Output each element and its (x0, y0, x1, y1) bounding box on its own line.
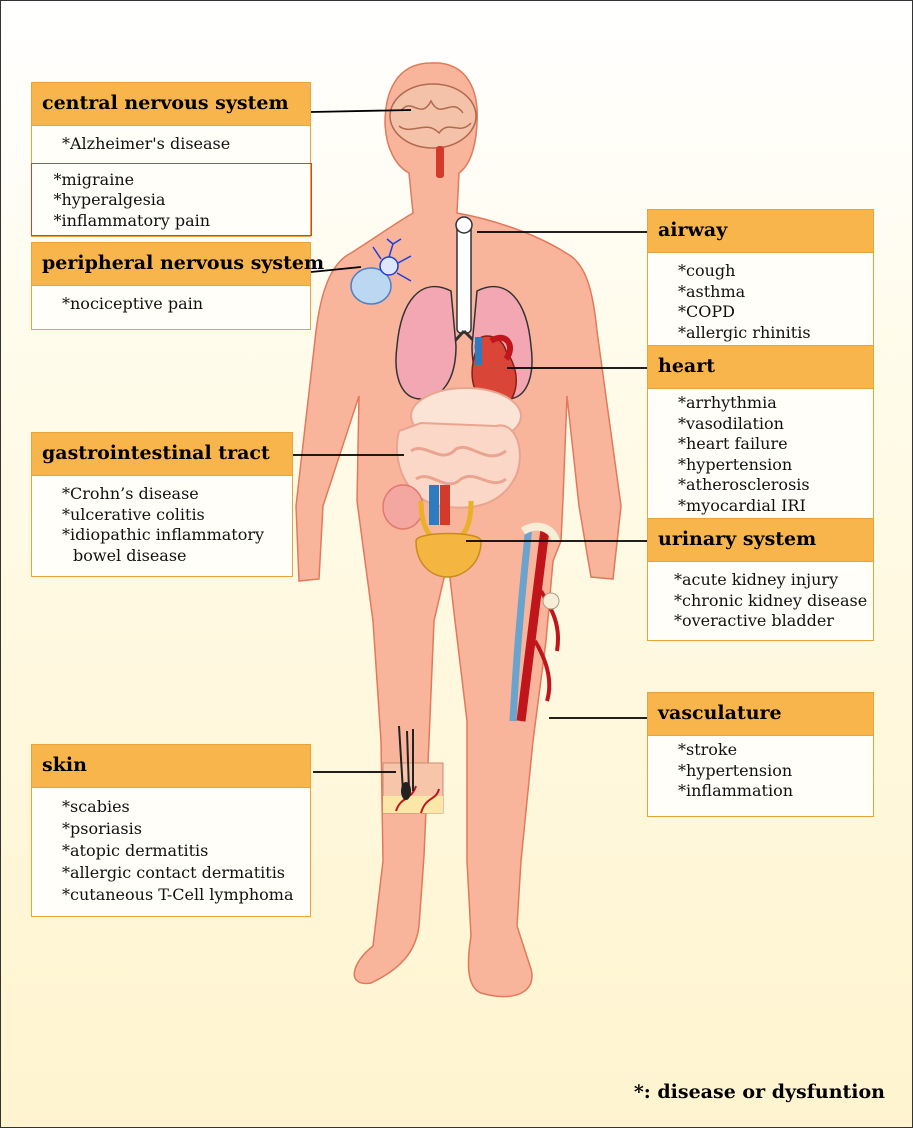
vasculature-title: vasculature (648, 693, 873, 736)
connector-lines (293, 109, 648, 773)
body-silhouette (295, 62, 622, 998)
skin-title: skin (32, 745, 310, 788)
list-item: *Alzheimer's disease (62, 134, 231, 153)
vasculature-box: vasculature *stroke *hypertension *infla… (647, 692, 874, 817)
list-item: *inflammation (678, 781, 793, 800)
list-item: *myocardial IRI (678, 495, 806, 515)
heart-box: heart *arrhythmia *vasodilation *heart f… (647, 345, 874, 521)
list-item: *hypertension (678, 760, 793, 780)
list-item: *cough (678, 261, 736, 280)
list-item: *ulcerative colitis (62, 504, 205, 524)
list-item: *arrhythmia (678, 393, 777, 412)
list-item: *acute kidney injury (674, 570, 839, 589)
brain-icon (389, 83, 477, 178)
cns-box: central nervous system *Alzheimer's dise… (30, 82, 312, 237)
trachea-icon (439, 216, 491, 358)
pns-box: peripheral nervous system *nociceptive p… (31, 242, 324, 330)
skin-box: skin *scabies *psoriasis *atopic dermati… (31, 744, 311, 917)
list-item: *scabies (62, 797, 130, 816)
list-item: *allergic rhinitis (678, 322, 811, 342)
list-item: *chronic kidney disease (674, 590, 868, 610)
neuron-icon (350, 238, 412, 305)
list-item: *COPD (678, 302, 735, 321)
list-item: *hyperalgesia (53, 190, 166, 209)
pns-title: peripheral nervous system (32, 243, 324, 286)
list-item: bowel disease (73, 545, 187, 565)
list-item: *Crohn’s disease (62, 484, 199, 503)
list-item: *atherosclerosis (678, 475, 810, 494)
bladder-icon (415, 500, 482, 578)
gi-title: gastrointestinal tract (32, 433, 292, 476)
list-item: *migraine (53, 169, 135, 189)
blood-vessels-icon (509, 522, 560, 722)
digestive-tract-icon (382, 387, 522, 530)
gi-box: gastrointestinal tract *Crohn’s disease … (31, 432, 293, 577)
list-item: *hypertension (678, 454, 793, 474)
cns-title: central nervous system (32, 83, 310, 126)
cns-pain-subbox: *migraine *hyperalgesia *inflammatory pa… (30, 162, 312, 236)
list-item: *idiopathic inflammatory (62, 525, 265, 544)
airway-title: airway (648, 210, 873, 253)
list-item: *vasodilation (678, 413, 784, 433)
list-item: *allergic contact dermatitis (62, 863, 286, 882)
list-item: *inflammatory pain (53, 210, 211, 230)
list-item: *stroke (678, 740, 738, 759)
urinary-box: urinary system *acute kidney injury *chr… (647, 518, 874, 641)
list-item: *heart failure (678, 434, 788, 453)
urinary-title: urinary system (648, 519, 873, 562)
list-item: *atopic dermatitis (62, 841, 209, 860)
footnote: *: disease or dysfuntion (633, 1081, 885, 1103)
list-item: *asthma (678, 281, 746, 301)
cns-list-a: *Alzheimer's disease (32, 126, 310, 163)
list-item: *nociceptive pain (62, 294, 204, 313)
airway-box: airway *cough *asthma *COPD *allergic rh… (647, 209, 874, 352)
heart-title: heart (648, 346, 873, 389)
list-item: *cutaneous T-Cell lymphoma (62, 885, 294, 904)
list-item: *psoriasis (62, 819, 142, 838)
list-item: *overactive bladder (674, 611, 834, 630)
